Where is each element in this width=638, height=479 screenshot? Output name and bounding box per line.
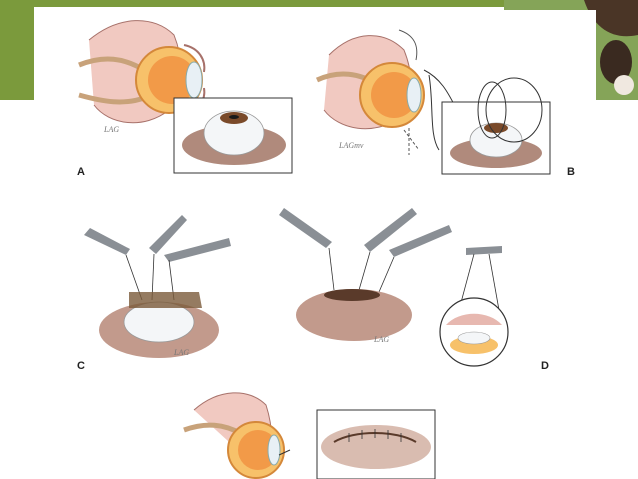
panel-e-sagittal-sutured (183, 392, 291, 479)
panel-b-sagittal-eye: LAGmv (315, 29, 475, 155)
panel-label-b: B (567, 166, 575, 178)
panel-a-inset (173, 97, 293, 174)
panel-d-membrane-flap: LAG (279, 208, 509, 367)
panel-a-sagittal-eye: LAG (78, 20, 206, 134)
svg-text:LAG: LAG (373, 335, 389, 344)
panel-c-forceps-traction: LAG (84, 215, 231, 358)
svg-text:LAGmv: LAGmv (338, 141, 364, 150)
panel-e-inset (316, 409, 436, 479)
slide-left-accent (0, 7, 34, 100)
panel-b-inset (441, 77, 551, 175)
panel-label-c: C (77, 360, 85, 372)
panel-label-d: D (541, 360, 549, 372)
slide-top-bar (0, 0, 638, 7)
svg-text:LAG: LAG (173, 348, 189, 357)
svg-text:LAG: LAG (103, 125, 119, 134)
panel-label-a: A (77, 166, 85, 178)
illustration-plate: LAG LAGmv (34, 10, 596, 479)
